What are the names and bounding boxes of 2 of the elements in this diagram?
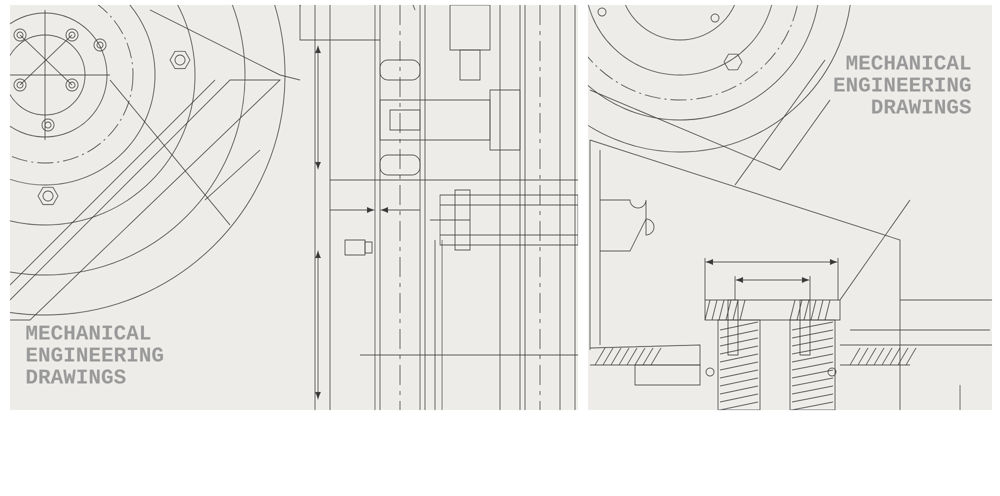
title-text: MECHANICAL ENGINEERING DRAWINGS — [26, 325, 163, 384]
title-text: MECHANICAL ENGINEERING DRAWINGS — [834, 55, 971, 114]
